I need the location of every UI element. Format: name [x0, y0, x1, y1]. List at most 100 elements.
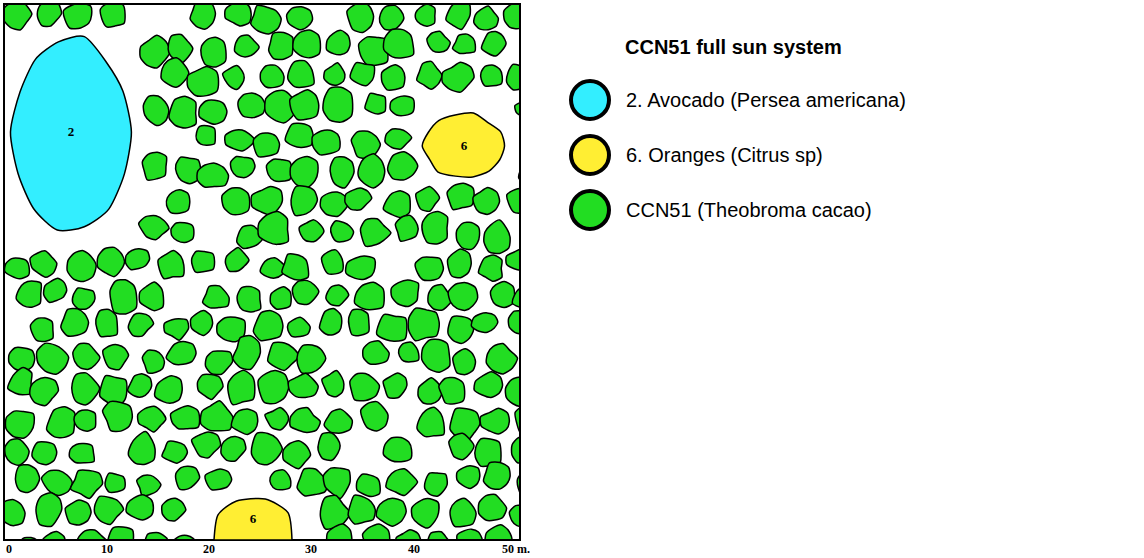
cacao-crown	[225, 130, 255, 151]
cacao-crown	[253, 311, 283, 341]
cacao-crown	[380, 5, 404, 30]
cacao-crown	[360, 218, 390, 246]
cacao-crown	[233, 336, 261, 370]
cacao-crown	[446, 4, 470, 30]
cacao-crown	[63, 4, 91, 29]
legend-text: CCN51 (Theobroma cacao)	[626, 199, 872, 221]
cacao-crown	[251, 186, 282, 214]
cacao-crown	[143, 96, 169, 126]
cacao-crown	[293, 280, 319, 304]
cacao-crown	[473, 188, 500, 215]
cacao-crown	[258, 371, 289, 404]
cacao-crown	[327, 524, 353, 540]
cacao-crown	[171, 223, 194, 243]
cacao-crown	[452, 34, 475, 53]
cacao-crown	[282, 254, 309, 280]
cacao-crown	[415, 4, 435, 26]
cacao-crown	[383, 29, 413, 58]
cacao-crown	[253, 133, 279, 157]
cacao-crown	[251, 432, 282, 464]
cacao-crown	[30, 318, 53, 342]
cacao-crown	[427, 31, 450, 52]
cacao-crown	[187, 67, 218, 97]
cacao-crown	[138, 406, 166, 432]
cacao-crown	[190, 311, 212, 336]
cacao-crown	[36, 493, 62, 527]
cacao-crown	[16, 281, 41, 307]
cacao-crown	[69, 443, 94, 462]
cacao-crown	[376, 498, 406, 526]
cacao-crown	[61, 308, 89, 336]
cacao-crown	[103, 345, 129, 370]
cacao-crown	[72, 373, 100, 405]
cacao-crown	[415, 257, 443, 281]
cacao-crown	[258, 211, 289, 244]
cacao-crown	[471, 313, 497, 332]
cacao-crown	[260, 65, 284, 88]
cacao-crown	[95, 496, 124, 524]
cacao-crown	[290, 408, 321, 433]
cacao-crown	[426, 532, 451, 540]
cacao-crown	[139, 282, 163, 311]
cacao-crown	[222, 188, 250, 215]
axis-tick: 10	[101, 542, 113, 557]
cacao-crown	[96, 309, 118, 336]
legend-title: CCN51 full sun system	[625, 36, 842, 59]
cacao-crown	[197, 163, 229, 187]
cacao-crown	[231, 409, 257, 435]
cacao-crown	[44, 278, 67, 302]
cacao-crown	[108, 527, 134, 540]
legend-text: 6. Oranges (Citrus sp)	[626, 144, 823, 166]
cacao-crown	[345, 188, 372, 210]
cacao-crown	[197, 374, 223, 399]
cacao-crown	[474, 372, 503, 398]
cacao-crown	[200, 401, 233, 431]
cacao-crown	[73, 288, 96, 309]
cacao-crown	[449, 433, 474, 459]
cacao-crown	[322, 250, 344, 274]
cacao-crown	[505, 377, 520, 407]
cacao-crown	[205, 469, 232, 490]
cacao-crown	[417, 407, 444, 436]
cacao-crown	[166, 342, 196, 365]
cacao-crown	[346, 256, 376, 279]
species-number: 6	[250, 511, 257, 527]
cacao-crown	[350, 63, 374, 86]
cacao-crown	[126, 495, 153, 520]
crown-shape	[214, 498, 292, 540]
cacao-crown	[383, 437, 411, 462]
cacao-crown	[323, 87, 353, 122]
cacao-crown	[322, 370, 344, 396]
axis-tick: 50 m.	[502, 542, 530, 557]
cacao-crown	[448, 283, 478, 311]
cacao-crown	[190, 4, 215, 29]
cacao-crown	[349, 309, 370, 335]
cacao-crown	[105, 473, 125, 492]
cacao-crown	[512, 284, 520, 312]
cacao-crown	[288, 373, 318, 397]
cacao-crown	[395, 530, 420, 540]
cacao-crown	[4, 500, 25, 526]
cacao-crown	[356, 474, 380, 496]
cacao-crown	[483, 462, 510, 489]
cacao-crown	[453, 349, 476, 375]
cacao-crown	[162, 441, 188, 463]
cacao-crown	[170, 406, 199, 429]
cacao-crown	[4, 4, 32, 30]
cacao-crown	[251, 5, 281, 34]
cacao-crown	[234, 35, 259, 57]
cacao-crown	[388, 152, 418, 180]
cacao-crown	[100, 4, 125, 27]
cacao-crown	[385, 129, 412, 149]
cacao-crown	[383, 191, 410, 218]
cacao-crown	[221, 436, 246, 461]
cacao-crown	[203, 286, 230, 309]
cacao-crown	[422, 339, 451, 372]
cacao-crown	[166, 190, 189, 214]
cacao-crown	[456, 222, 479, 249]
cacao-crown	[269, 32, 294, 59]
cacao-crown	[350, 373, 380, 401]
cacao-crown	[484, 220, 510, 254]
